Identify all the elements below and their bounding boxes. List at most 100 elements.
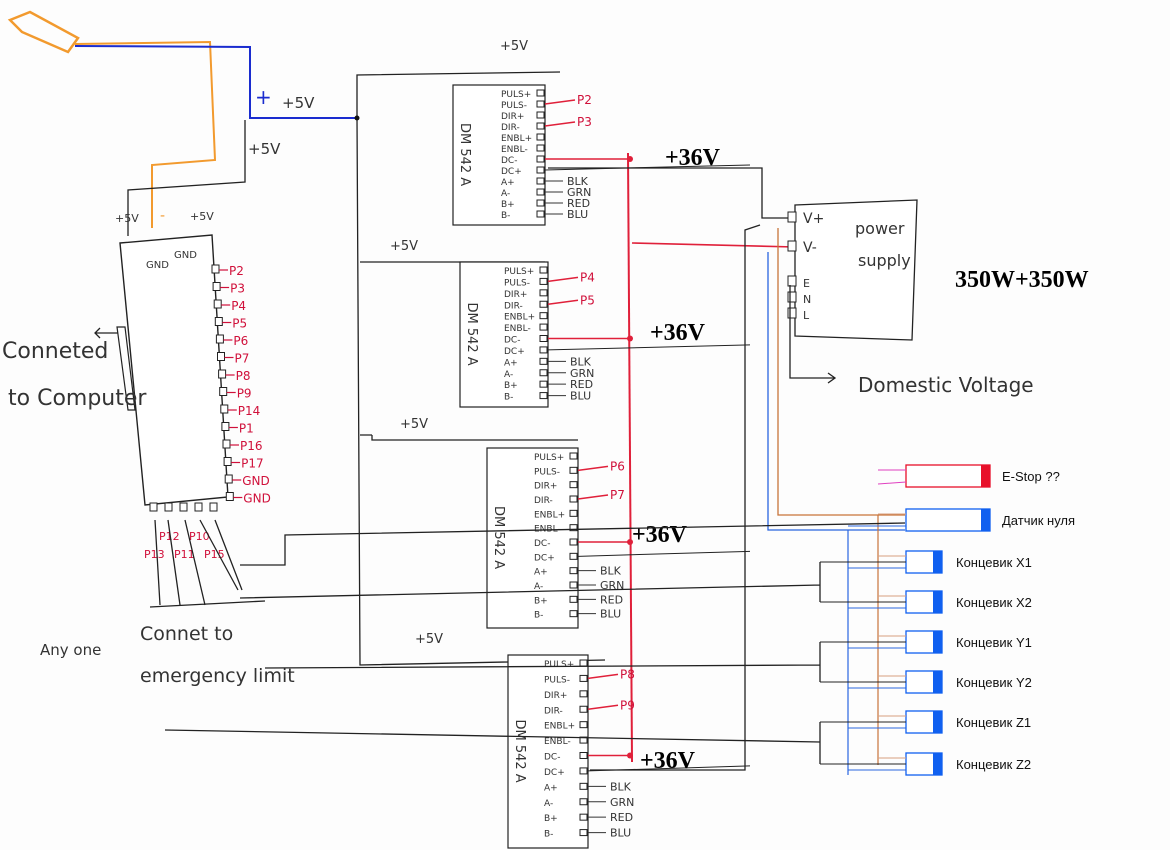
driver-pin-label: DIR+ (544, 691, 567, 701)
switch-2: Датчик нуля (848, 508, 1075, 532)
motor-wire-label: RED (600, 593, 623, 606)
ctrl-pin-label: P7 (235, 352, 250, 366)
plus5v-label-2: +5V (248, 140, 281, 158)
ctrl-pin-label: P2 (229, 264, 244, 278)
limit-note-3: emergency limit (140, 665, 295, 687)
ctrl-pin-label: P8 (236, 369, 251, 383)
computer-note-2: to Computer (8, 386, 147, 411)
driver-pin-label: PULS+ (544, 660, 574, 670)
ctrl-pin (223, 457, 232, 466)
ctrl-pin-label: P16 (240, 439, 263, 453)
switch-7: Концевик Z1 (820, 710, 1031, 734)
driver-pin-label: ENBL- (544, 737, 571, 747)
ctrl-pin-label: P6 (233, 334, 248, 348)
switch-label: Концевик Y2 (956, 675, 1032, 690)
driver-pin-label: B- (504, 393, 513, 403)
motor-wire-label: BLK (610, 780, 632, 793)
motor-wire-label: BLU (570, 390, 591, 403)
motor-wire-label: BLU (567, 208, 588, 221)
supply-36v-label: +36V (640, 748, 696, 774)
driver-pin-label: ENBL+ (544, 722, 575, 732)
controller-board (94, 234, 229, 506)
motor-wire-label: BLK (567, 175, 589, 188)
limit-wires (149, 519, 266, 608)
motor-wire-label: GRN (570, 367, 594, 380)
driver-pin-label: A- (534, 582, 543, 592)
plus-sign: + (255, 85, 272, 109)
motor-wire-label: RED (610, 811, 633, 824)
motor-wire-label: BLU (610, 827, 631, 840)
switch-3: Концевик X1 (820, 550, 1032, 574)
driver-pin-label: ENBL+ (534, 510, 565, 520)
limit-note-1: Any one (40, 641, 101, 659)
driver-pin-label: ENBL- (501, 145, 528, 155)
motor-wire-label: RED (570, 378, 593, 391)
driver-pin-label: DC+ (501, 167, 522, 177)
ctrl-bottom-pin (209, 502, 218, 512)
supply-36v-label: +36V (665, 145, 721, 171)
switch-label: Концевик Z1 (956, 715, 1031, 730)
ctrl-pin (221, 422, 230, 431)
ctrl-top-5v-2: +5V (190, 210, 214, 223)
motor-wire-label: GRN (610, 796, 634, 809)
switch-5: Концевик Y1 (820, 630, 1032, 654)
ctrl-bottom-pin (194, 502, 203, 512)
driver-pin-label: A- (501, 189, 510, 199)
switch-label: Концевик Z2 (956, 757, 1031, 772)
driver-pin-label: PULS+ (504, 267, 534, 277)
driver-pin-label: DC+ (544, 768, 565, 778)
computer-note-1: Conneted (2, 339, 108, 364)
driver-pin-label: B+ (504, 381, 518, 391)
driver-vcc: +5V (400, 417, 428, 432)
ctrl-bottom-pin (164, 502, 173, 512)
switch-label: E-Stop ?? (1002, 469, 1060, 484)
switch-label: Концевик X1 (956, 555, 1032, 570)
driver-pin-label: A- (504, 370, 513, 380)
ctrl-pin-label: P3 (230, 282, 245, 296)
driver-pin-label: DC- (534, 539, 550, 549)
driver-port-label: P2 (577, 93, 592, 107)
driver-port-label: P4 (580, 270, 595, 284)
switch-1: E-Stop ?? (877, 464, 1060, 488)
5v-bus (356, 71, 606, 666)
ctrl-pin (224, 474, 233, 484)
ps-title-2: supply (858, 251, 911, 270)
ctrl-pin-label: GND (242, 474, 270, 488)
motor-wire-label: GRN (567, 186, 591, 199)
driver-pin-label: PULS+ (534, 453, 564, 463)
motor-wire-label: BLK (600, 565, 622, 578)
ctrl-bottom-pin-label: P11 (174, 548, 195, 561)
driver-port-label: P7 (610, 488, 625, 502)
driver-pin-label: PULS- (501, 101, 527, 111)
driver-port-label: P5 (580, 293, 595, 307)
ctrl-pin (213, 299, 222, 309)
driver-pin-label: DC- (544, 753, 560, 763)
driver-pin-label: DC- (501, 156, 517, 166)
driver-pin-label: A+ (501, 178, 515, 188)
driver-pin-label: A+ (504, 358, 518, 368)
ctrl-gnd-1: GND (146, 260, 169, 271)
ctrl-pin-label: GND (243, 492, 271, 506)
driver-pin-label: B- (544, 830, 553, 840)
driver-pin-label: ENBL+ (501, 134, 532, 144)
driver-port-label: P8 (620, 667, 635, 681)
driver-pin-label: A+ (544, 783, 558, 793)
driver-pin-label: DIR- (534, 496, 553, 506)
driver-pin-label: A- (544, 799, 553, 809)
ctrl-bottom-pin-label: P13 (144, 548, 165, 561)
driver-pin-label: DIR+ (504, 290, 527, 300)
driver-pin-label: PULS- (504, 278, 530, 288)
driver-pin-label: ENBL- (504, 324, 531, 334)
driver-name: DM 542 A (457, 123, 472, 186)
switch-8: Концевик Z2 (820, 752, 1031, 776)
ps-terminals: V+V-ENL (787, 211, 824, 322)
ctrl-pin (218, 369, 227, 379)
driver-pin-label: DIR- (501, 123, 520, 133)
driver-name: DM 542 A (464, 303, 479, 366)
supply-36v-label: +36V (650, 320, 706, 346)
stepper-driver-2: DM 542 A+5VPULS+PULS-P4DIR+DIR-P5ENBL+EN… (390, 239, 751, 408)
driver-name: DM 542 A (512, 720, 527, 783)
switch-6: Концевик Y2 (820, 670, 1032, 694)
